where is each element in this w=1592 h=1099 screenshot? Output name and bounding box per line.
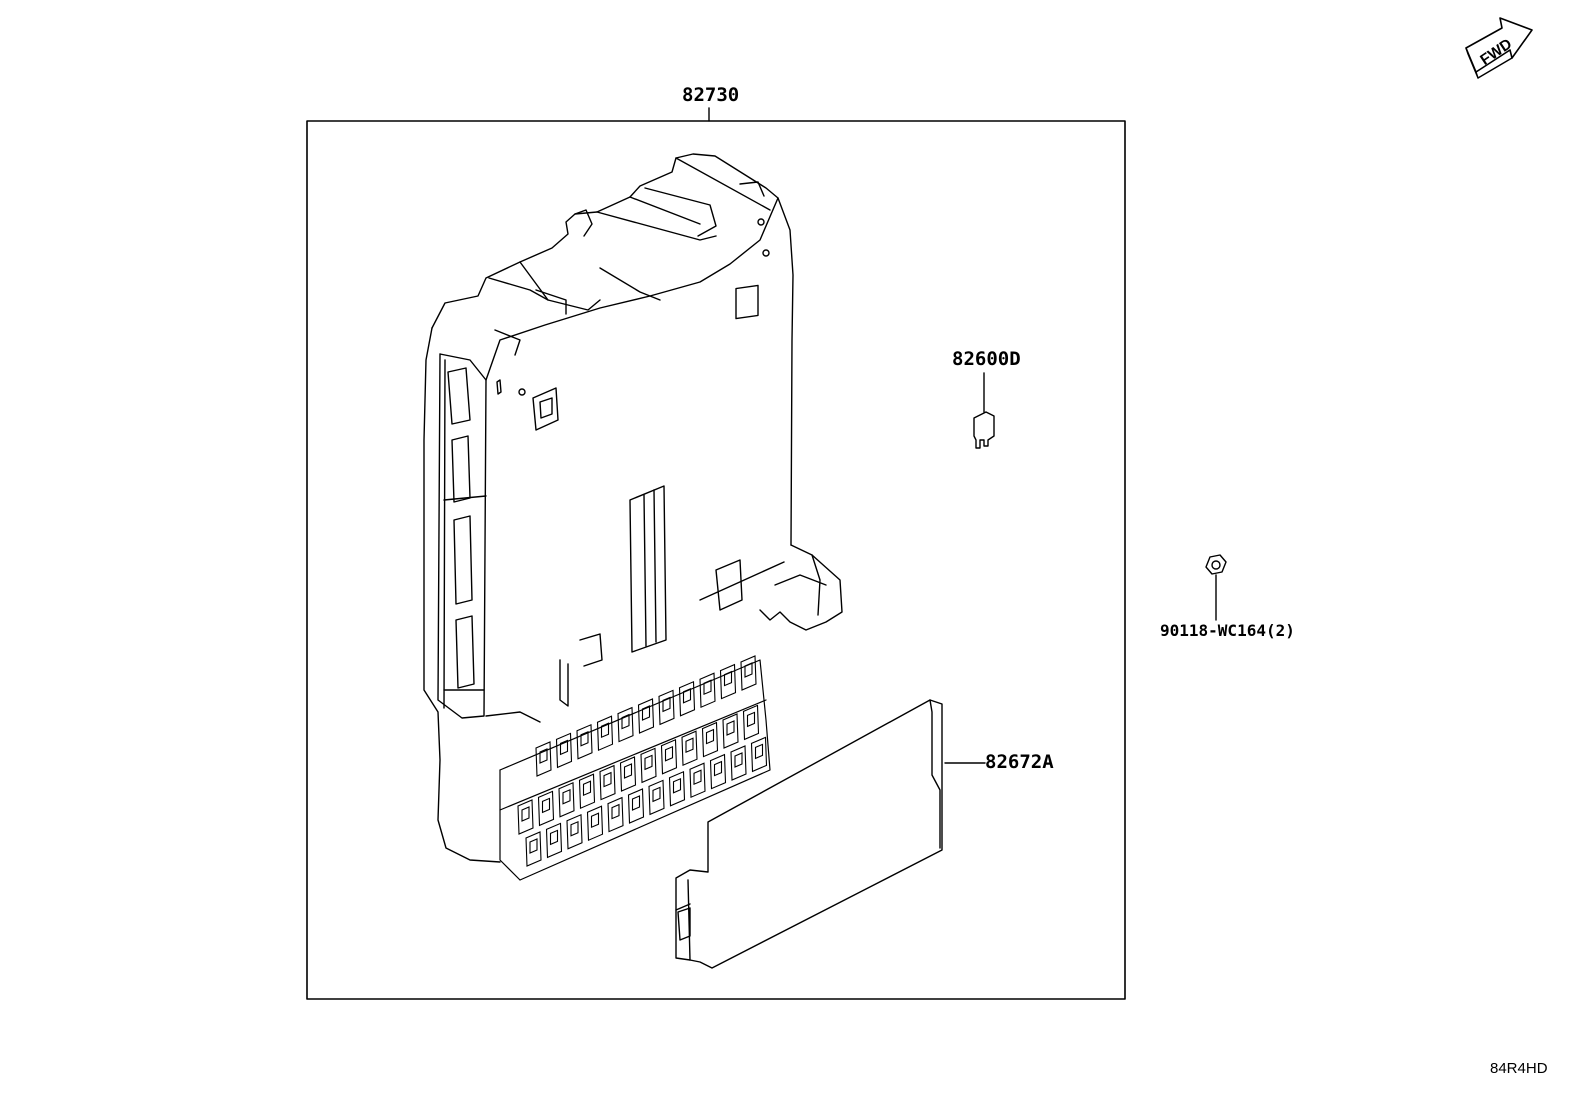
junction-block-cover <box>675 699 986 969</box>
fuse-slot <box>660 738 678 775</box>
fuse-slot <box>537 790 555 827</box>
fuse-part <box>973 372 995 449</box>
fuse-slot <box>535 741 552 777</box>
diagram-code: 84R4HD <box>1490 1060 1548 1077</box>
fuse-slot <box>566 813 583 850</box>
callout-82730: 82730 <box>682 84 740 106</box>
fuse-slot <box>719 663 737 700</box>
fuse-slot <box>545 822 563 859</box>
fuse-slot <box>750 736 768 773</box>
assembly-frame <box>306 120 1126 1000</box>
fuse-slot <box>648 779 665 816</box>
fuse-slot <box>730 745 747 781</box>
fuse-slot <box>619 756 637 792</box>
callout-90118-WC164: 90118-WC164(2) <box>1160 621 1295 640</box>
fuse-slot <box>689 762 706 799</box>
fwd-arrow-icon <box>1465 17 1533 79</box>
fuse-slot <box>740 655 757 691</box>
fuse-slot <box>709 753 727 790</box>
nut-part <box>1205 554 1227 621</box>
fuse-slot <box>658 689 675 726</box>
fuse-slot <box>607 796 624 833</box>
fuse-slot <box>722 713 739 749</box>
fuse-slot <box>640 747 657 784</box>
junction-block <box>423 153 843 863</box>
fuse-slot <box>617 706 634 743</box>
fuse-slot <box>558 781 575 818</box>
fuse-slot <box>525 831 542 867</box>
fuse-slot <box>668 770 686 807</box>
fuse-slot <box>742 704 760 741</box>
fuse-slot <box>701 721 719 758</box>
callout-82600D: 82600D <box>952 348 1021 370</box>
fuse-slot <box>586 805 604 842</box>
fuse-slot <box>517 799 534 835</box>
fuse-slot <box>599 764 616 801</box>
fuse-slot <box>627 788 645 824</box>
fuse-slot <box>637 698 655 734</box>
fuse-slot-array <box>517 655 768 867</box>
fuse-slot <box>699 672 716 709</box>
fuse-slot <box>678 680 696 717</box>
fuse-slot <box>681 730 698 767</box>
fuse-slot <box>596 715 614 752</box>
fuse-slot <box>578 773 596 810</box>
callout-82672A: 82672A <box>985 751 1054 773</box>
fuse-slot <box>555 732 573 769</box>
fuse-slot <box>576 723 593 760</box>
